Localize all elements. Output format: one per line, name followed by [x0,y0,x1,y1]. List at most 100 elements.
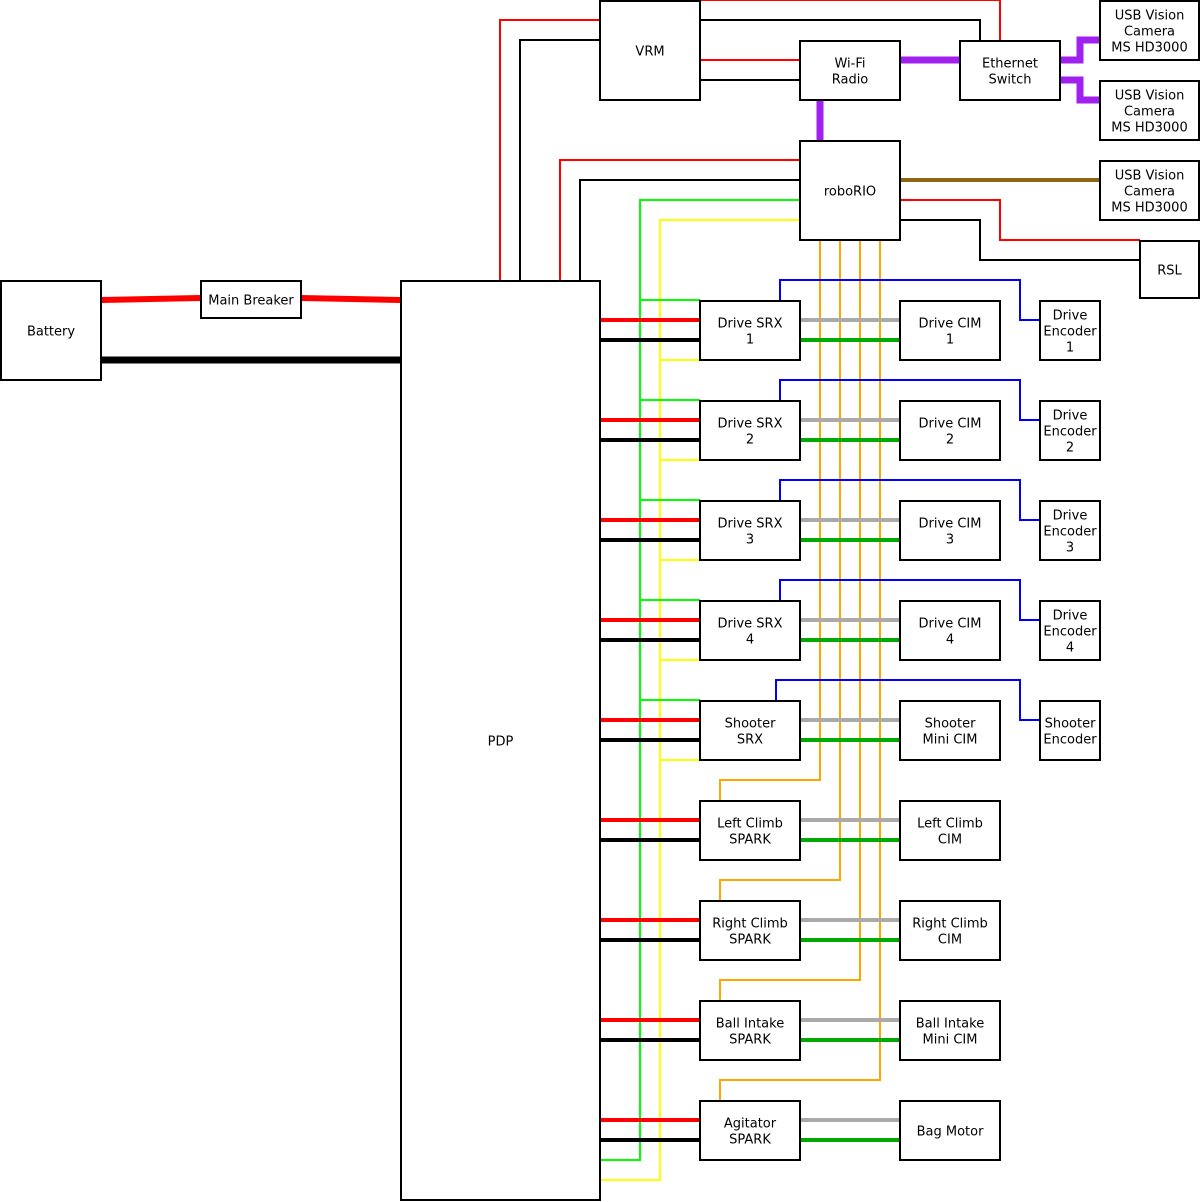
rsl-box-outline [1139,240,1200,299]
breaker-to-pdp-wire [300,295,401,303]
row9-motor-box-label: Bag Motor [917,1125,984,1140]
ethernet-switch-box-outline [959,40,1061,101]
row8-motor-box-outline [899,1000,1001,1061]
rsl-box-label: RSL [1157,264,1182,279]
row2-motor-box-outline [899,400,1001,461]
ethernet-switch-box-label: Switch [989,73,1032,88]
wifi-radio-box-label: Wi-Fi [834,57,865,72]
row2-encoder-box-outline [1039,400,1101,461]
row3-controller-box-label: Drive SRX [718,517,783,532]
row3-motor-box-label: 3 [946,533,954,548]
row9-motor-box-outline [899,1100,1001,1161]
row9-motor-box[interactable]: Bag Motor [899,1100,1001,1161]
row2-motor-box-label: 2 [946,433,954,448]
row1-encoder-wire [779,279,1040,321]
row3-controller-box-label: 3 [746,533,754,548]
row1-motor-box-label: Drive CIM [919,317,982,332]
row7-motor-box-label: Right Climb [912,917,988,932]
pwm-wire-2 [719,240,841,900]
camera-3-box-label: MS HD3000 [1111,201,1187,216]
camera-2-box-label: MS HD3000 [1111,121,1187,136]
row1-encoder-box-outline [1039,300,1101,361]
row8-controller-box-outline [699,1000,801,1061]
roborio-box-outline [799,140,901,241]
roborio-rsl-positive-wire [900,199,1140,241]
row2-controller-box-outline [699,400,801,461]
wifi-radio-box-outline [799,40,901,101]
row1-encoder-box-label: Drive [1053,309,1088,324]
ethernet-switch-box-label: Ethernet [982,57,1038,72]
camera-1-box-label: USB Vision [1115,9,1185,24]
row1-controller-box-label: Drive SRX [718,317,783,332]
pwm-wire-4 [719,240,881,1100]
row2-encoder-box-label: 2 [1066,441,1074,456]
row4-motor-box-label: 4 [946,633,954,648]
row7-controller-box-outline [699,900,801,961]
vrm-switch-negative-wire [700,19,981,40]
row2-encoder-box-label: Encoder [1043,425,1097,440]
row3-motor-box-outline [899,500,1001,561]
row6-motor-box-outline [899,800,1001,861]
row9-controller-box-outline [699,1100,801,1161]
pdp-box[interactable]: PDP [400,280,601,1201]
row8-motor-box-label: Ball Intake [916,1017,984,1032]
camera-1-box-label: MS HD3000 [1111,41,1187,56]
row1-encoder-box-label: Encoder [1043,325,1097,340]
vrm-box-outline [599,0,701,101]
row1-encoder-box-label: 1 [1066,341,1074,356]
row3-encoder-box-label: Encoder [1043,525,1097,540]
camera-3-box-outline [1099,160,1200,221]
row5-encoder-wire [775,679,1040,721]
row1-controller-box-outline [699,300,801,361]
row3-encoder-wire [779,479,1040,521]
camera-2-box-label: USB Vision [1115,89,1185,104]
battery-box[interactable]: Battery [0,280,102,381]
row2-controller-box-label: Drive SRX [718,417,783,432]
pdp-roborio-positive-wire [559,159,800,280]
row5-controller-box-label: SRX [737,733,763,748]
pdp-roborio-negative-wire [579,179,800,280]
roborio-box[interactable]: roboRIO [799,140,901,241]
camera-3-box-label: USB Vision [1115,169,1185,184]
battery-box-outline [0,280,102,381]
rsl-box[interactable]: RSL [1139,240,1200,299]
pdp-box-label: PDP [488,735,514,750]
row6-controller-box-outline [699,800,801,861]
row9-controller-box-label: SPARK [729,1133,771,1148]
row2-encoder-box-label: Drive [1053,409,1088,424]
vrm-box[interactable]: VRM [599,0,701,101]
row4-controller-box-label: Drive SRX [718,617,783,632]
main-breaker-box[interactable]: Main Breaker [200,280,302,319]
row5-motor-box-label: Mini CIM [923,733,978,748]
row3-encoder-box-label: Drive [1053,509,1088,524]
